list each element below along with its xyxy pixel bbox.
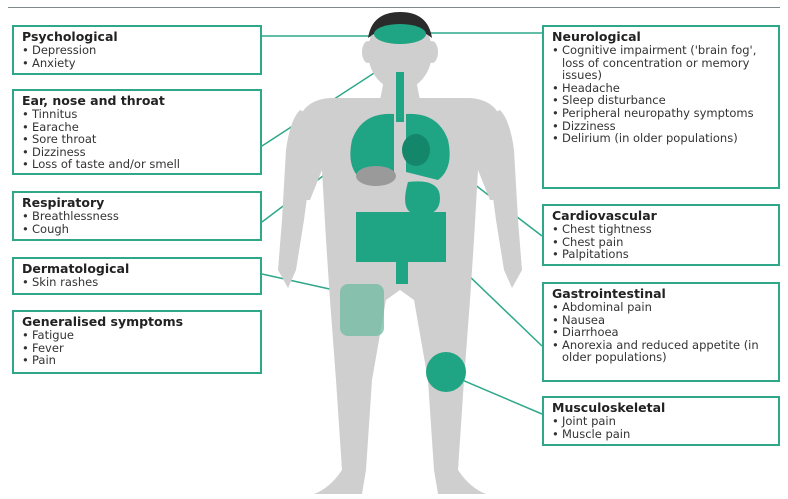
symptom-item: Cognitive impairment ('brain fog', loss …	[552, 44, 770, 82]
symptom-item: Diarrhoea	[552, 326, 770, 339]
symptom-item: Anxiety	[22, 57, 252, 70]
knee-joint	[426, 352, 466, 392]
symptom-item: Breathlessness	[22, 210, 252, 223]
box-respiratory: Respiratory Breathlessness Cough	[12, 191, 262, 241]
symptom-item: Fatigue	[22, 329, 252, 342]
brain	[374, 24, 426, 44]
box-ear-nose-throat: Ear, nose and throat Tinnitus Earache So…	[12, 89, 262, 175]
category-title: Respiratory	[22, 196, 252, 210]
category-title: Psychological	[22, 30, 252, 44]
skin-rash	[340, 284, 384, 336]
box-cardiovascular: Cardiovascular Chest tightness Chest pai…	[542, 204, 780, 266]
symptom-item: Joint pain	[552, 415, 770, 428]
symptom-item: Palpitations	[552, 248, 770, 261]
category-title: Generalised symptoms	[22, 315, 252, 329]
trachea	[396, 72, 404, 122]
symptom-item: Pain	[22, 354, 252, 367]
rectum	[396, 262, 408, 284]
symptom-item: Skin rashes	[22, 276, 252, 289]
liver	[356, 166, 396, 186]
box-gastrointestinal: Gastrointestinal Abdominal pain Nausea D…	[542, 282, 780, 382]
category-title: Musculoskeletal	[552, 401, 770, 415]
box-generalised-symptoms: Generalised symptoms Fatigue Fever Pain	[12, 310, 262, 374]
symptom-item: Peripheral neuropathy symptoms	[552, 107, 770, 120]
symptom-item: Delirium (in older populations)	[552, 132, 770, 145]
intestines	[356, 212, 446, 262]
symptom-item: Abdominal pain	[552, 301, 770, 314]
symptom-item: Fever	[22, 342, 252, 355]
box-neurological: Neurological Cognitive impairment ('brai…	[542, 25, 780, 189]
heart	[402, 134, 430, 166]
category-title: Dermatological	[22, 262, 252, 276]
symptom-item: Muscle pain	[552, 428, 770, 441]
box-dermatological: Dermatological Skin rashes	[12, 257, 262, 295]
symptom-item: Sore throat	[22, 133, 252, 146]
stomach	[405, 181, 440, 214]
symptom-item: Chest tightness	[552, 223, 770, 236]
left-arm	[278, 110, 320, 288]
symptom-item: Tinnitus	[22, 108, 252, 121]
torso-and-legs	[292, 98, 508, 494]
box-musculoskeletal: Musculoskeletal Joint pain Muscle pain	[542, 396, 780, 446]
box-psychological: Psychological Depression Anxiety	[12, 25, 262, 75]
left-ear	[362, 41, 374, 63]
symptom-item: Depression	[22, 44, 252, 57]
category-title: Neurological	[552, 30, 770, 44]
symptom-item: Cough	[22, 223, 252, 236]
category-title: Cardiovascular	[552, 209, 770, 223]
category-title: Ear, nose and throat	[22, 94, 252, 108]
right-ear	[426, 41, 438, 63]
symptom-item: Loss of taste and/or smell	[22, 158, 252, 171]
category-title: Gastrointestinal	[552, 287, 770, 301]
symptom-item: Anorexia and reduced appetite (in older …	[552, 339, 770, 364]
right-arm	[480, 110, 522, 288]
